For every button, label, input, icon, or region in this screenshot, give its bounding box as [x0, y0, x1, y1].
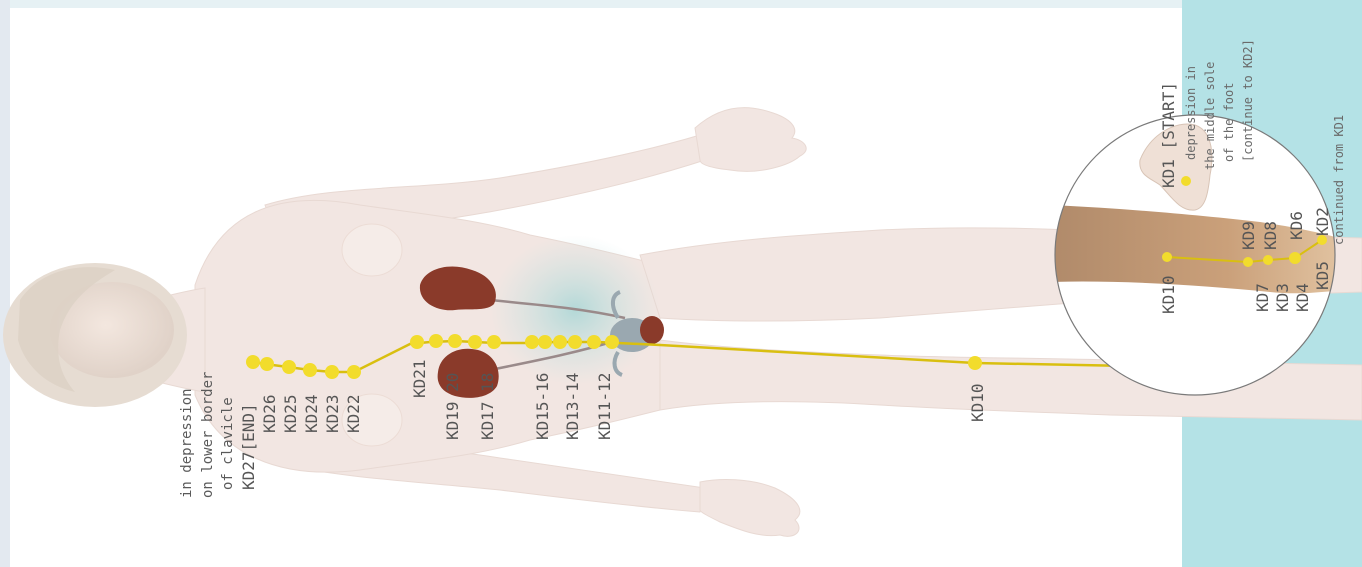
kd1-note-line3: of the foot: [1222, 83, 1236, 162]
bladder: [640, 316, 664, 344]
kd1-note-line1: depression in: [1184, 66, 1198, 160]
label-kd7: KD7: [1253, 283, 1272, 312]
acupoint-kd16: [525, 335, 539, 349]
label-kd10-leg: KD10: [968, 383, 987, 422]
foot-inset: KD1 [START] depression in the middle sol…: [1050, 39, 1346, 395]
label-kd11-12: KD11-12: [595, 373, 614, 440]
label-kd9: KD9: [1239, 221, 1258, 250]
label-kd27: KD27[END]: [239, 403, 258, 490]
acupoint-kd20: [429, 334, 443, 348]
inset-acupoint-kd8: [1263, 255, 1273, 265]
acupoint-kd17: [487, 335, 501, 349]
lower-hand: [700, 480, 800, 537]
label-kd21: KD21: [410, 359, 429, 398]
label-kd19-20: KD19 20: [443, 373, 462, 440]
label-kd3: KD3: [1273, 283, 1292, 312]
head: [3, 263, 187, 407]
acupoint-kd12: [587, 335, 601, 349]
label-kd13-14: KD13-14: [563, 373, 582, 440]
label-kd8: KD8: [1261, 221, 1280, 250]
acupoint-kd18: [468, 335, 482, 349]
acupoint-kd14: [553, 335, 567, 349]
acupoint-kd15: [538, 335, 552, 349]
acupoint-kd19: [448, 334, 462, 348]
label-kd24: KD24: [302, 394, 321, 433]
acupoint-kd10: [968, 356, 982, 370]
acupoint-kd23: [325, 365, 339, 379]
label-kd17-18: KD17 18: [478, 373, 497, 440]
kd1-note-line2: the middle sole: [1203, 62, 1217, 170]
acupoint-kd25: [282, 360, 296, 374]
acupoint-kd27: [246, 355, 260, 369]
acupoint-kd21: [410, 335, 424, 349]
label-kd25: KD25: [281, 394, 300, 433]
inset-acupoint-kd6: [1289, 252, 1301, 264]
continued-note: continued from KD1: [1332, 115, 1346, 245]
inset-acupoint-kd9: [1243, 257, 1253, 267]
label-kd1-start: KD1 [START]: [1159, 82, 1178, 188]
kd1-note-line4: [continue to KD2]: [1241, 39, 1255, 162]
label-kd26: KD26: [260, 394, 279, 433]
kd27-note-line3: of clavicle: [220, 397, 236, 490]
acupoint-kd24: [303, 363, 317, 377]
acupoint-kd22: [347, 365, 361, 379]
label-kd10-inset: KD10: [1159, 275, 1178, 314]
label-kd23: KD23: [323, 394, 342, 433]
label-kd15-16: KD15-16: [533, 373, 552, 440]
kd27-note-line2: on lower border: [200, 372, 216, 498]
acupoint-kd11: [605, 335, 619, 349]
inset-acupoint-kd10: [1162, 252, 1172, 262]
label-kd6: KD6: [1287, 211, 1306, 240]
kd27-note-line1: in depression: [179, 388, 195, 498]
acupoint-kd13: [568, 335, 582, 349]
label-kd5: KD5: [1313, 261, 1332, 290]
breast-upper: [342, 224, 402, 276]
label-kd4: KD4: [1293, 283, 1312, 312]
acupoint-kd26: [260, 357, 274, 371]
label-kd22: KD22: [344, 394, 363, 433]
inset-acupoint-kd1: [1181, 176, 1191, 186]
upper-hand: [695, 108, 806, 172]
label-kd2: KD2: [1313, 207, 1332, 236]
